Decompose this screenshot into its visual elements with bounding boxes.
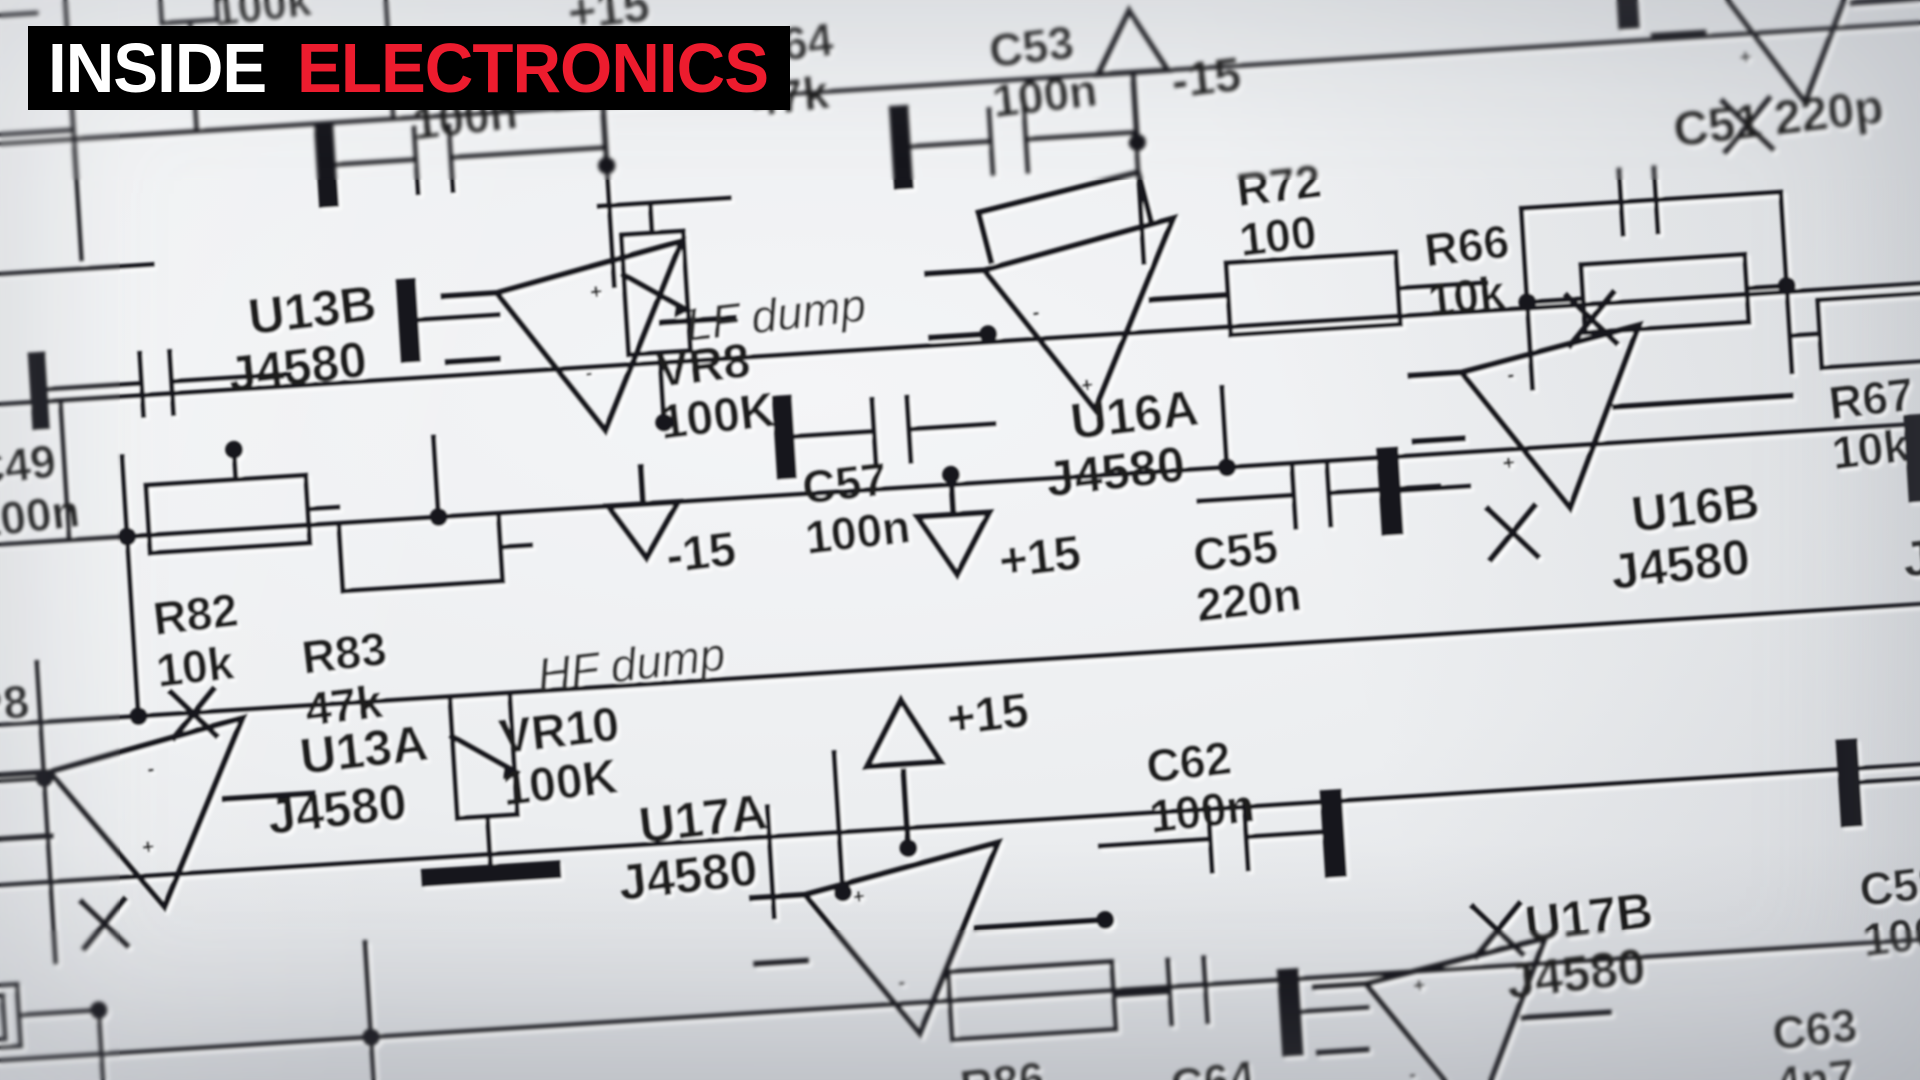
inside-electronics-banner: INSIDE ELECTRONICS (28, 26, 790, 110)
svg-text:-15: -15 (1169, 48, 1244, 109)
svg-text:-15: -15 (664, 523, 739, 584)
svg-text:R82: R82 (151, 584, 241, 645)
svg-text:100n: 100n (990, 64, 1100, 128)
svg-text:TP8: TP8 (0, 675, 32, 736)
svg-text:HF dump: HF dump (535, 628, 728, 701)
svg-text:C55: C55 (1191, 520, 1281, 581)
svg-text:100n: 100n (803, 500, 913, 564)
svg-text:J4580: J4580 (1043, 436, 1188, 508)
svg-text:100K: 100K (657, 384, 777, 450)
svg-text:+: + (1413, 975, 1427, 998)
svg-text:VR8: VR8 (654, 335, 753, 398)
svg-text:-: - (897, 971, 906, 994)
svg-text:-: - (1506, 364, 1515, 387)
svg-text:+15: +15 (945, 684, 1032, 746)
svg-text:-: - (146, 758, 155, 781)
svg-text:+: + (141, 836, 155, 859)
svg-text:J4580: J4580 (1900, 516, 1920, 588)
svg-text:+: + (1502, 452, 1516, 475)
svg-text:100n: 100n (1147, 779, 1257, 843)
svg-text:R67: R67 (1826, 368, 1916, 429)
svg-text:C64: C64 (1168, 1051, 1258, 1080)
svg-text:10k: 10k (1830, 419, 1913, 480)
svg-text:J4580: J4580 (265, 774, 410, 846)
svg-text:+: + (852, 886, 866, 909)
svg-text:-: - (1408, 1064, 1417, 1080)
svg-text:C51 220p: C51 220p (1671, 81, 1886, 158)
svg-text:J4580: J4580 (1608, 529, 1753, 601)
svg-text:220n: 220n (1194, 568, 1304, 632)
svg-text:+: + (589, 281, 603, 304)
svg-text:10k: 10k (1425, 266, 1508, 327)
svg-text:-: - (584, 362, 593, 385)
svg-text:10k: 10k (154, 636, 237, 697)
svg-text:C57: C57 (800, 453, 890, 514)
svg-text:J4580: J4580 (1504, 938, 1649, 1010)
svg-text:100K: 100K (500, 751, 620, 817)
banner-word-electronics: ELECTRONICS (297, 29, 769, 107)
svg-text:+15: +15 (997, 527, 1084, 589)
svg-text:100: 100 (1237, 206, 1319, 266)
svg-text:LF dump: LF dump (683, 279, 868, 351)
svg-text:J4580: J4580 (225, 331, 370, 403)
svg-text:C70: C70 (392, 1076, 482, 1080)
banner-word-inside: INSIDE (48, 29, 267, 107)
svg-text:R86: R86 (958, 1052, 1048, 1080)
svg-text:C58: C58 (1857, 855, 1920, 916)
svg-text:C62: C62 (1144, 732, 1234, 793)
svg-text:47k: 47k (303, 675, 386, 736)
svg-text:+: + (1739, 46, 1753, 69)
svg-text:R83: R83 (299, 622, 389, 683)
svg-text:J4580: J4580 (616, 840, 761, 912)
svg-text:R66: R66 (1422, 215, 1512, 276)
svg-text:-: - (1032, 302, 1041, 325)
svg-text:+: + (1080, 374, 1094, 397)
